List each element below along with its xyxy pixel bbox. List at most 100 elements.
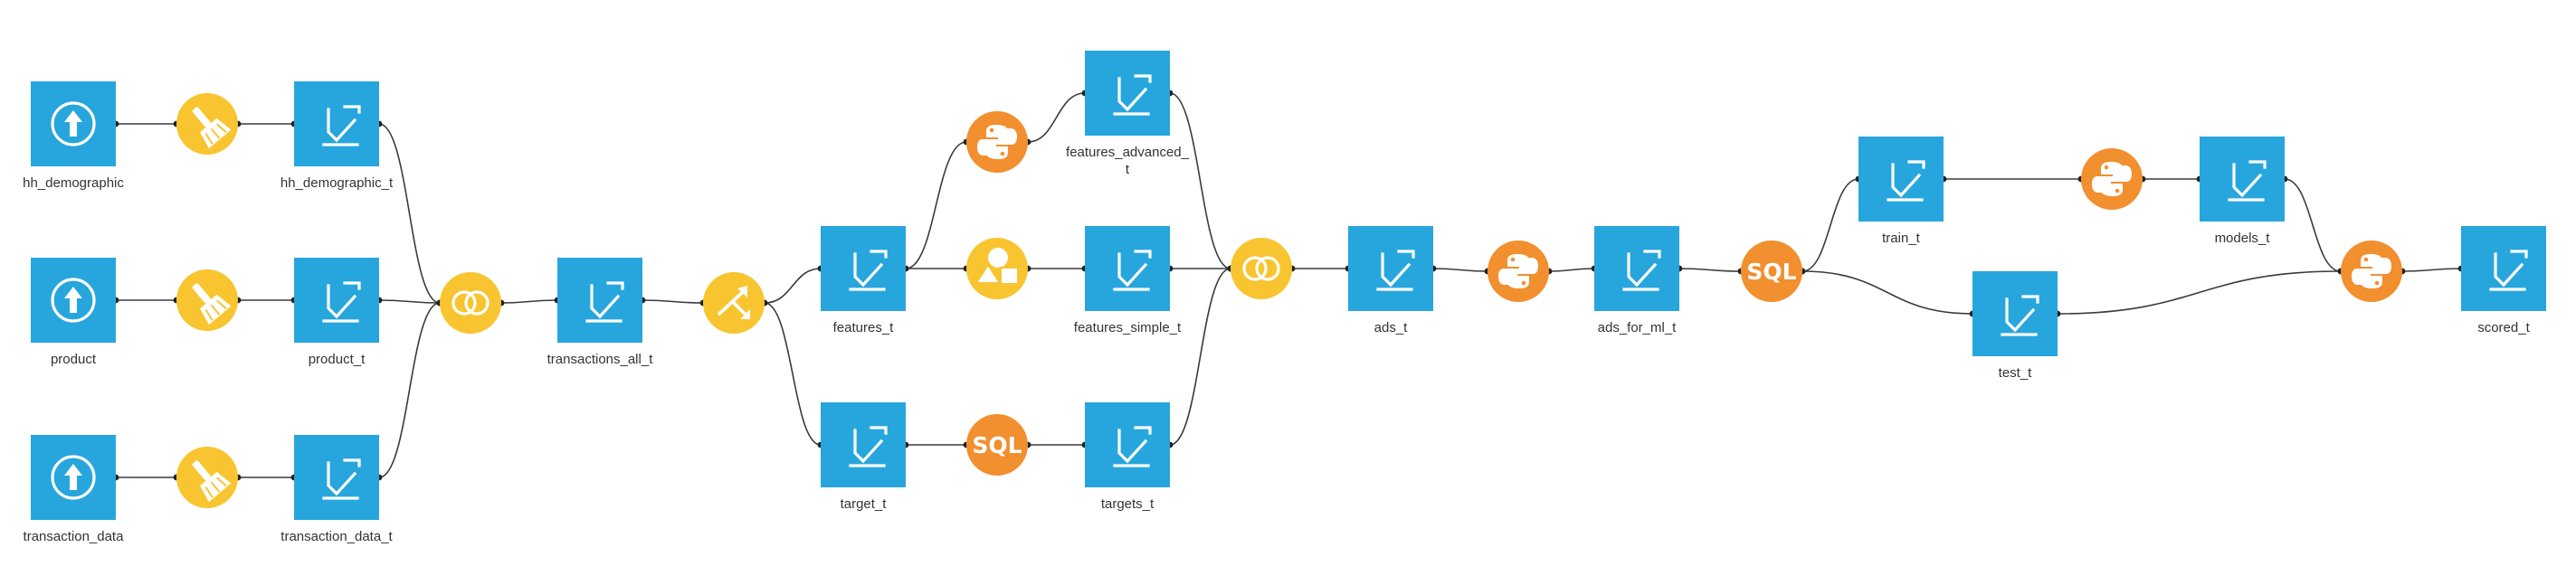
edge-py_adv-to-features_advanced_t (1027, 92, 1086, 143)
dataset-models-t-node[interactable] (2200, 137, 2285, 222)
edge-test_t-to-py_score (2057, 270, 2342, 315)
sql-recipe-sql-split-node[interactable]: SQL (1741, 241, 1802, 302)
edge-split1-to-target_t (764, 302, 822, 446)
dataset-target-t-label: target_t (840, 496, 887, 512)
dataset-icon (2200, 137, 2285, 222)
edge-features_t-to-py_adv (905, 141, 967, 269)
prepare-recipe-prep-hh-node[interactable] (176, 93, 238, 155)
broom-icon (176, 269, 238, 331)
upload-icon (31, 81, 116, 166)
dataset-product-node[interactable] (31, 258, 116, 343)
prepare-recipe-prep-product-node[interactable] (176, 269, 238, 331)
python-icon (1488, 241, 1549, 302)
dataset-icon (821, 226, 906, 311)
join-recipe-join1-node[interactable] (440, 272, 501, 334)
broom-icon (176, 447, 238, 508)
dataset-hh-demographic-node[interactable] (31, 81, 116, 166)
dataset-hh-demographic-t-label: hh_demographic_t (280, 175, 394, 191)
dataset-features-advanced-t-label: features_advanced_ t (1066, 145, 1189, 177)
join-icon (440, 272, 501, 334)
edge-targets_t-to-join2 (1169, 268, 1231, 446)
dataset-ads-t-node[interactable] (1348, 226, 1433, 311)
python-recipe-py-score-node[interactable] (2341, 241, 2402, 302)
dataset-train-t-label: train_t (1882, 231, 1920, 246)
dataset-icon (1972, 271, 2058, 356)
dataset-icon (1085, 402, 1170, 487)
dataset-targets-t-label: targets_t (1100, 496, 1155, 512)
dataset-models-t-label: models_t (2214, 231, 2270, 246)
sql-icon: SQL (1741, 241, 1802, 302)
edge-join1-to-transactions_all_t (500, 299, 558, 304)
dataset-hh-demographic-label: hh_demographic (23, 175, 124, 191)
dataset-features-t-label: features_t (832, 320, 894, 335)
python-recipe-py-train-node[interactable] (2081, 148, 2143, 210)
edge-ads_for_ml_t-to-sql_split (1678, 268, 1742, 272)
dataset-hh-demographic-t-node[interactable] (294, 81, 379, 166)
edge-transaction_data_t-to-join1 (378, 302, 441, 478)
python-recipe-py-adv-node[interactable] (966, 111, 1028, 173)
edge-py_score-to-scored_t (2401, 268, 2462, 272)
dataset-ads-for-ml-t-label: ads_for_ml_t (1597, 320, 1677, 335)
edge-split1-to-features_t (764, 268, 822, 304)
sql-recipe-sql-target-node[interactable]: SQL (966, 414, 1028, 476)
dataset-icon (1594, 226, 1679, 311)
dataset-icon (294, 435, 379, 520)
python-icon (2081, 148, 2143, 210)
edge-sql_split-to-train_t (1801, 178, 1859, 272)
dataset-ads-for-ml-t-node[interactable] (1594, 226, 1679, 311)
dataset-transaction-data-t-label: transaction_data_t (280, 529, 393, 544)
dataset-transaction-data-t-node[interactable] (294, 435, 379, 520)
python-icon (966, 111, 1028, 173)
join-icon (1231, 238, 1292, 299)
dataset-icon (1085, 51, 1170, 136)
upload-icon (31, 258, 116, 343)
sql-recipe-text: SQL (972, 432, 1022, 458)
prepare-recipe-prep-trans-node[interactable] (176, 447, 238, 508)
edge-features_advanced_t-to-join2 (1169, 92, 1231, 269)
shapes-recipe-shapes1-node[interactable] (966, 238, 1028, 299)
dataset-icon (294, 81, 379, 166)
dataset-icon (294, 258, 379, 343)
edge-sql_split-to-test_t (1801, 270, 1973, 315)
split-recipe-split1-node[interactable] (703, 272, 765, 334)
dataset-product-label: product (50, 352, 97, 367)
dataset-icon (1858, 137, 1944, 222)
dataset-transaction-data-label: transaction_data (23, 529, 124, 544)
python-recipe-py-ads-node[interactable] (1488, 241, 1549, 302)
dataset-target-t-node[interactable] (821, 402, 906, 487)
upload-icon (31, 435, 116, 520)
dataset-ads-t-label: ads_t (1374, 320, 1408, 335)
edge-hh_demographic_t-to-join1 (378, 123, 441, 304)
sql-recipe-text: SQL (1746, 259, 1796, 285)
dataset-test-t-node[interactable] (1972, 271, 2058, 356)
dataset-transaction-data-node[interactable] (31, 435, 116, 520)
dataset-icon (2461, 226, 2546, 311)
dataset-icon (557, 258, 642, 343)
dataset-icon (1348, 226, 1433, 311)
join-recipe-join2-node[interactable] (1231, 238, 1292, 299)
dataset-product-t-label: product_t (308, 352, 366, 367)
broom-icon (176, 93, 238, 155)
edge-transactions_all_t-to-split1 (642, 299, 704, 304)
dataset-scored-t-node[interactable] (2461, 226, 2546, 311)
python-icon (2341, 241, 2402, 302)
dataset-icon (1085, 226, 1170, 311)
dataset-test-t-label: test_t (1998, 365, 2032, 381)
dataset-icon (821, 402, 906, 487)
dataset-targets-t-node[interactable] (1085, 402, 1170, 487)
sql-icon: SQL (966, 414, 1028, 476)
dataset-product-t-node[interactable] (294, 258, 379, 343)
edge-py_ads-to-ads_for_ml_t (1548, 268, 1595, 272)
dataset-train-t-node[interactable] (1858, 137, 1944, 222)
edge-ads_t-to-py_ads (1432, 268, 1488, 272)
dataset-features-advanced-t-node[interactable] (1085, 51, 1170, 136)
dataset-transactions-all-t-label: transactions_all_t (547, 352, 653, 367)
dataset-scored-t-label: scored_t (2477, 320, 2530, 335)
edge-models_t-to-py_score (2284, 178, 2342, 272)
shapes-icon (966, 238, 1028, 299)
dataset-features-simple-t-label: features_simple_t (1073, 320, 1182, 335)
dataset-features-simple-t-node[interactable] (1085, 226, 1170, 311)
dataset-transactions-all-t-node[interactable] (557, 258, 642, 343)
dataset-features-t-node[interactable] (821, 226, 906, 311)
